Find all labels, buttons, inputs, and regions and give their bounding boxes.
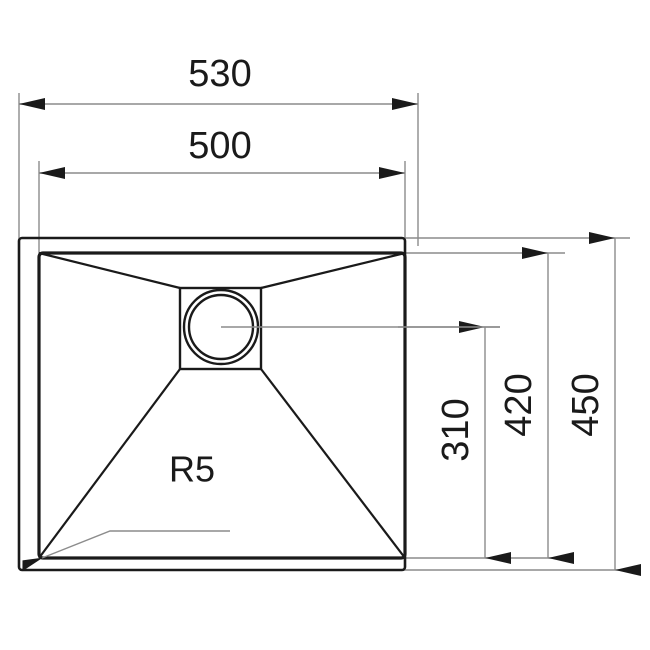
sink-inner-basin: [37, 251, 407, 560]
radius-leader-line: [22, 530, 230, 572]
sink-body: [17, 236, 407, 572]
dimension-label-height-inner: 420: [498, 373, 540, 436]
slope-line-top-right: [260, 251, 406, 290]
extension-lines: [18, 93, 630, 571]
slope-line-bottom-right: [260, 368, 406, 559]
dimension-label-width-outer: 530: [188, 53, 251, 95]
dimension-label-height-outer: 450: [565, 373, 607, 436]
horizontal-dimension-lines: [19, 98, 418, 179]
dimension-label-radius: R5: [169, 449, 215, 490]
slope-line-top-left: [38, 251, 181, 290]
drain-square-housing: [178, 286, 263, 371]
basin-slope-lines: [38, 251, 406, 559]
slope-line-bottom-left: [38, 368, 181, 559]
vertical-dimension-lines: [459, 232, 641, 576]
radius-leader: [22, 530, 230, 572]
dimension-label-width-inner: 500: [188, 125, 251, 167]
dimension-label-height-drain: 310: [435, 398, 477, 461]
